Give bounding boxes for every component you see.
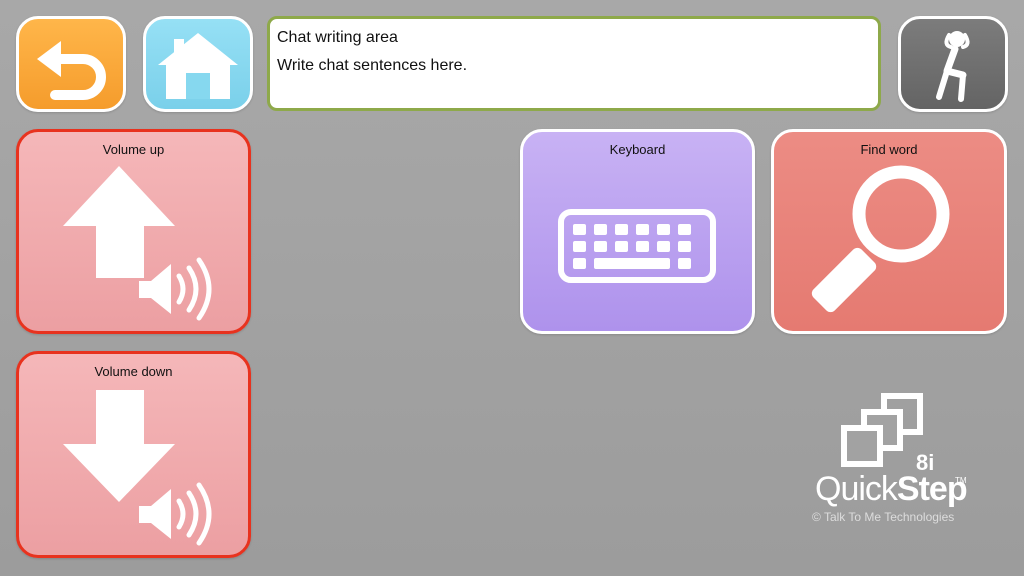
- find-word-button[interactable]: Find word: [771, 129, 1007, 334]
- keyboard-label: Keyboard: [609, 142, 666, 157]
- chat-title: Chat writing area: [277, 29, 398, 46]
- volume-down-icon: [63, 390, 212, 546]
- quickstep-logo: 8i QuickStep TM © Talk To Me Technologie…: [800, 392, 980, 532]
- brand-name: QuickStep: [815, 470, 968, 508]
- version-label: 8i: [916, 450, 935, 475]
- chat-text: Write chat sentences here.: [277, 57, 468, 74]
- relax-button[interactable]: [898, 16, 1008, 112]
- back-arrow-icon: [37, 41, 106, 100]
- logo-squares-icon: [841, 393, 923, 467]
- copyright-text: © Talk To Me Technologies: [812, 510, 955, 524]
- trademark-mark: TM: [955, 476, 967, 485]
- volume-down-button[interactable]: Volume down: [16, 351, 251, 558]
- volume-down-label: Volume down: [94, 364, 173, 379]
- magnifier-icon: [811, 165, 950, 313]
- home-icon: [158, 33, 238, 99]
- relaxing-person-icon: [936, 31, 970, 102]
- volume-up-label: Volume up: [102, 142, 165, 157]
- home-button[interactable]: [143, 16, 253, 112]
- chat-writing-area[interactable]: Chat writing area Write chat sentences h…: [267, 16, 881, 111]
- find-word-label: Find word: [860, 142, 918, 157]
- keyboard-icon: [558, 209, 716, 283]
- volume-up-icon: [63, 166, 212, 321]
- keyboard-button[interactable]: Keyboard: [520, 129, 755, 334]
- volume-up-button[interactable]: Volume up: [16, 129, 251, 334]
- back-button[interactable]: [16, 16, 126, 112]
